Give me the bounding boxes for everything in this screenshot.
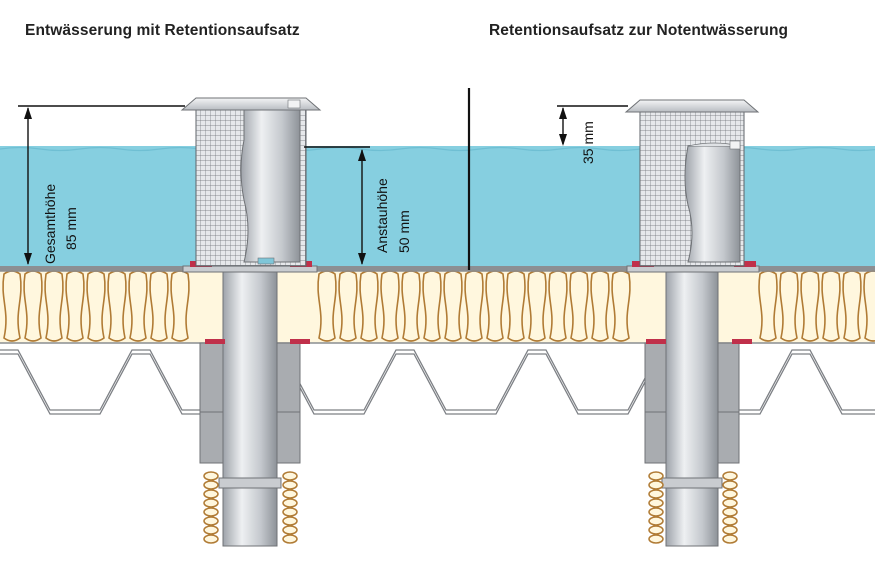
overflow-gap-value: 35 mm	[580, 121, 596, 164]
left-drain	[180, 97, 322, 547]
roof-membrane	[0, 266, 875, 271]
trapezoidal-steel-deck	[0, 349, 875, 415]
retention-height-value: 50 mm	[396, 210, 412, 253]
dimension-arrows	[24, 107, 567, 265]
retention-height-label: Anstauhöhe	[374, 178, 390, 253]
title-drainage-with-retention: Entwässerung mit Retentionsaufsatz	[25, 22, 300, 39]
right-drain	[624, 99, 760, 547]
title-retention-emergency-drainage: Retentionsaufsatz zur Notentwässerung	[489, 22, 789, 39]
total-height-label: Gesamthöhe	[42, 184, 58, 264]
total-height-value: 85 mm	[63, 207, 79, 250]
flexible-hoses	[203, 471, 738, 544]
